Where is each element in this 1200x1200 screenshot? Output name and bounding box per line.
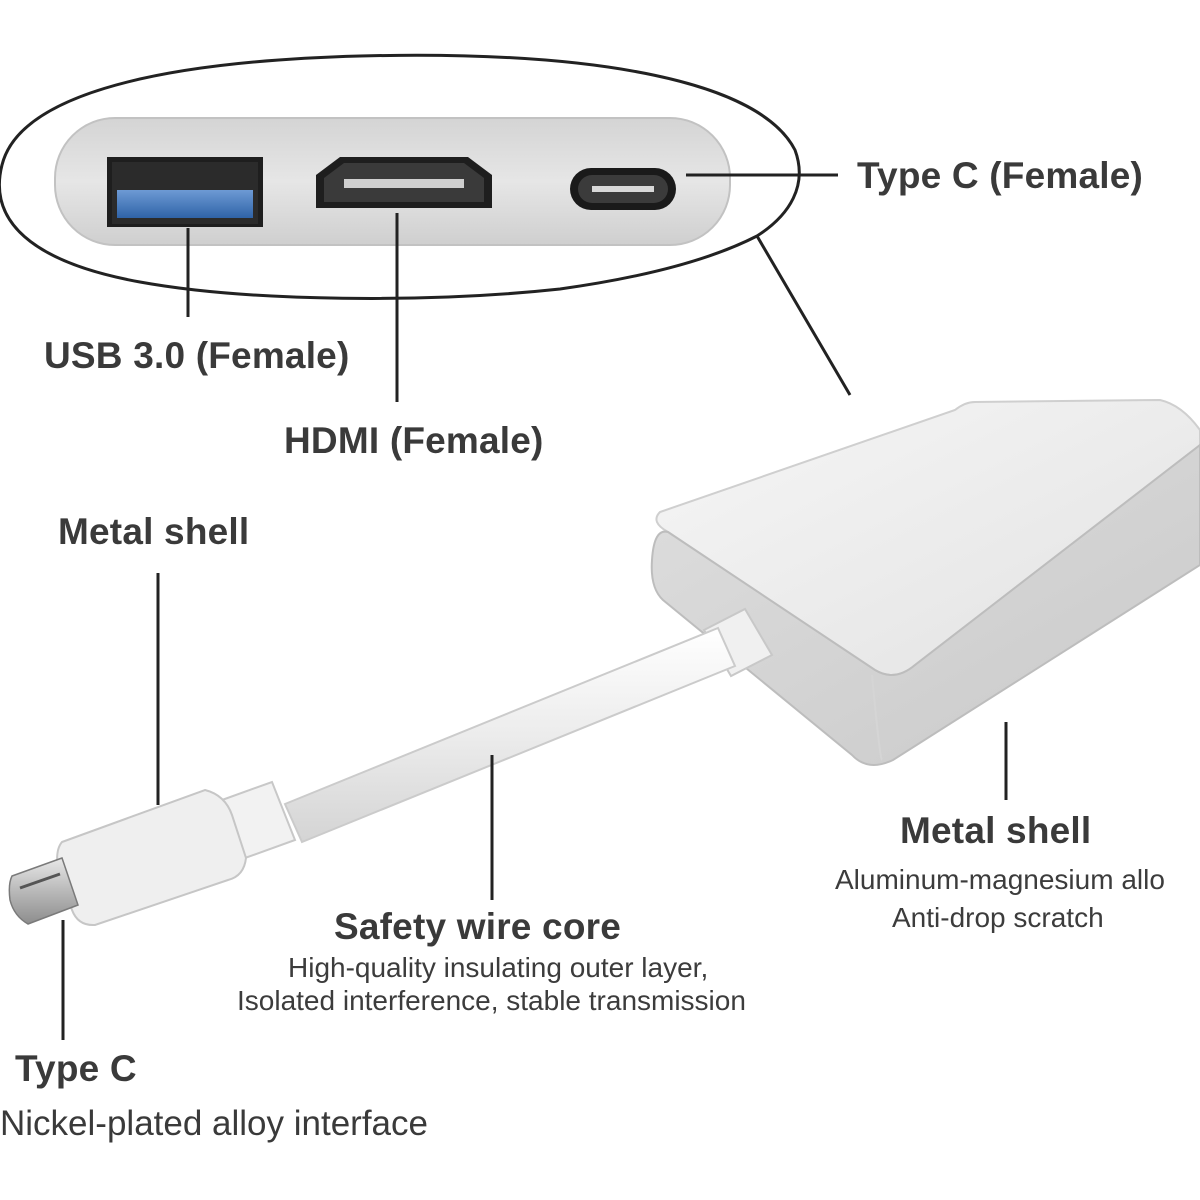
usb-c-port-icon bbox=[570, 168, 676, 210]
metal-shell-right-desc-2: Anti-drop scratch bbox=[892, 902, 1104, 933]
usb-female-label: USB 3.0 (Female) bbox=[44, 335, 350, 376]
usb-port-icon bbox=[107, 157, 263, 227]
safety-wire-desc-1: High-quality insulating outer layer, bbox=[288, 952, 709, 983]
hub-body bbox=[650, 398, 1200, 766]
safety-wire-desc-2: Isolated interference, stable transmissi… bbox=[237, 985, 746, 1016]
metal-shell-left-label: Metal shell bbox=[58, 511, 250, 552]
plug-housing bbox=[56, 788, 248, 927]
cable bbox=[283, 626, 737, 844]
metal-shell-right-label: Metal shell bbox=[900, 810, 1092, 851]
safety-wire-core-label: Safety wire core bbox=[334, 906, 622, 947]
hdmi-female-label: HDMI (Female) bbox=[284, 420, 544, 461]
type-c-connector-icon bbox=[8, 857, 79, 925]
type-c-female-label: Type C (Female) bbox=[857, 155, 1144, 196]
callout-bubble bbox=[0, 53, 852, 396]
type-c-desc: Nickel-plated alloy interface bbox=[0, 1104, 428, 1143]
hdmi-port-icon bbox=[316, 157, 492, 208]
metal-shell-right-desc-1: Aluminum-magnesium allo bbox=[835, 864, 1165, 895]
type-c-label: Type C bbox=[15, 1048, 137, 1089]
